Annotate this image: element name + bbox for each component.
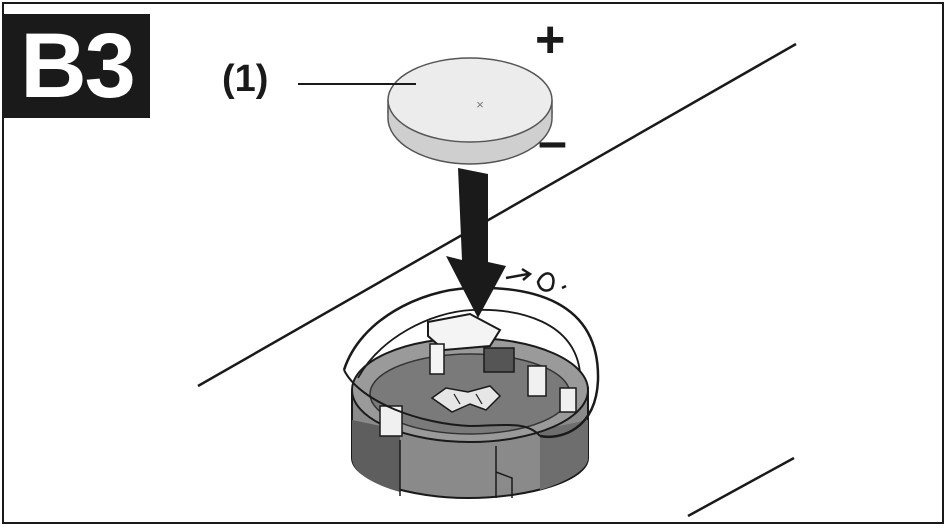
battery-holder-icon [342,286,600,500]
svg-text:×: × [476,97,484,112]
down-arrow-icon [446,168,506,318]
positive-polarity-sign: + [535,11,566,69]
rotation-arrow-icon [505,267,567,292]
coin-battery-icon: × [387,57,553,165]
part-callout-label: (1) [222,58,269,100]
negative-polarity-sign: – [538,113,567,171]
surface-edge-line-top [197,42,797,388]
step-label-badge: B3 [4,14,150,118]
surface-edge-line-bottom [687,456,795,518]
